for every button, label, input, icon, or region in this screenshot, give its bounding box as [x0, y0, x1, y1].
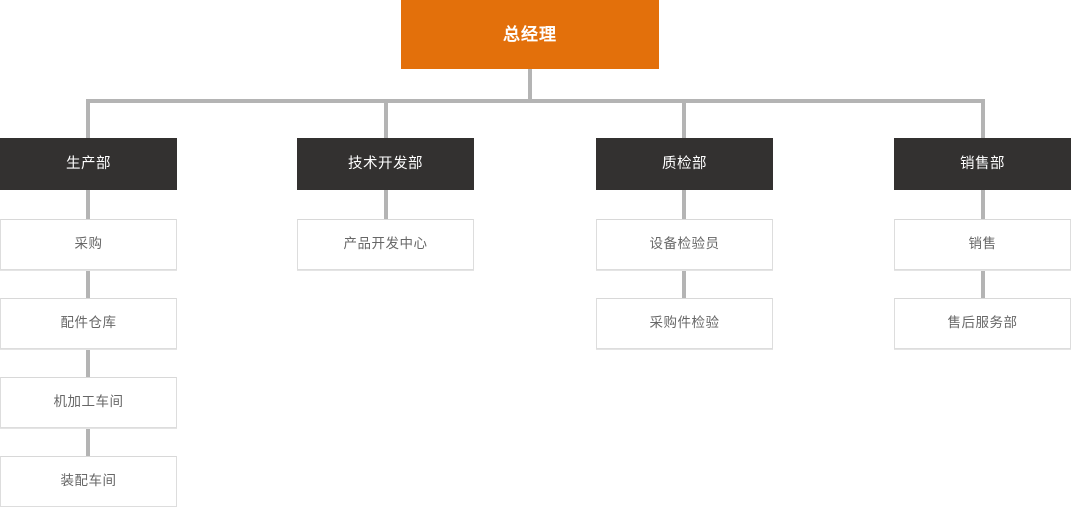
connector-bus-drop-1	[86, 99, 90, 138]
connector-col4-seg2	[981, 269, 985, 299]
node-department-sales[interactable]: 销售部	[894, 138, 1071, 190]
node-department-technology[interactable]: 技术开发部	[297, 138, 474, 190]
node-sub-production-3[interactable]: 机加工车间	[0, 377, 177, 428]
node-sub-technology-1[interactable]: 产品开发中心	[297, 219, 474, 270]
connector-col3-seg2	[682, 269, 686, 299]
node-department-production[interactable]: 生产部	[0, 138, 177, 190]
connector-col4-seg1	[981, 190, 985, 220]
node-sub-sales-2[interactable]: 售后服务部	[894, 298, 1071, 349]
connector-bus-drop-3	[682, 99, 686, 138]
connector-col1-seg1	[86, 190, 90, 220]
connector-col1-seg4	[86, 427, 90, 457]
connector-bus-drop-4	[981, 99, 985, 138]
node-root-general-manager[interactable]: 总经理	[401, 0, 659, 69]
node-sub-sales-1[interactable]: 销售	[894, 219, 1071, 270]
node-sub-quality-1[interactable]: 设备检验员	[596, 219, 773, 270]
node-sub-quality-2[interactable]: 采购件检验	[596, 298, 773, 349]
node-sub-production-1[interactable]: 采购	[0, 219, 177, 270]
node-sub-production-4[interactable]: 装配车间	[0, 456, 177, 507]
connector-root-stem	[528, 69, 532, 103]
connector-col1-seg3	[86, 348, 90, 378]
node-department-quality[interactable]: 质检部	[596, 138, 773, 190]
connector-bus-drop-2	[384, 99, 388, 138]
connector-col1-seg2	[86, 269, 90, 299]
connector-col2-seg1	[384, 190, 388, 220]
connector-horizontal-bus	[86, 99, 985, 103]
connector-col3-seg1	[682, 190, 686, 220]
node-sub-production-2[interactable]: 配件仓库	[0, 298, 177, 349]
